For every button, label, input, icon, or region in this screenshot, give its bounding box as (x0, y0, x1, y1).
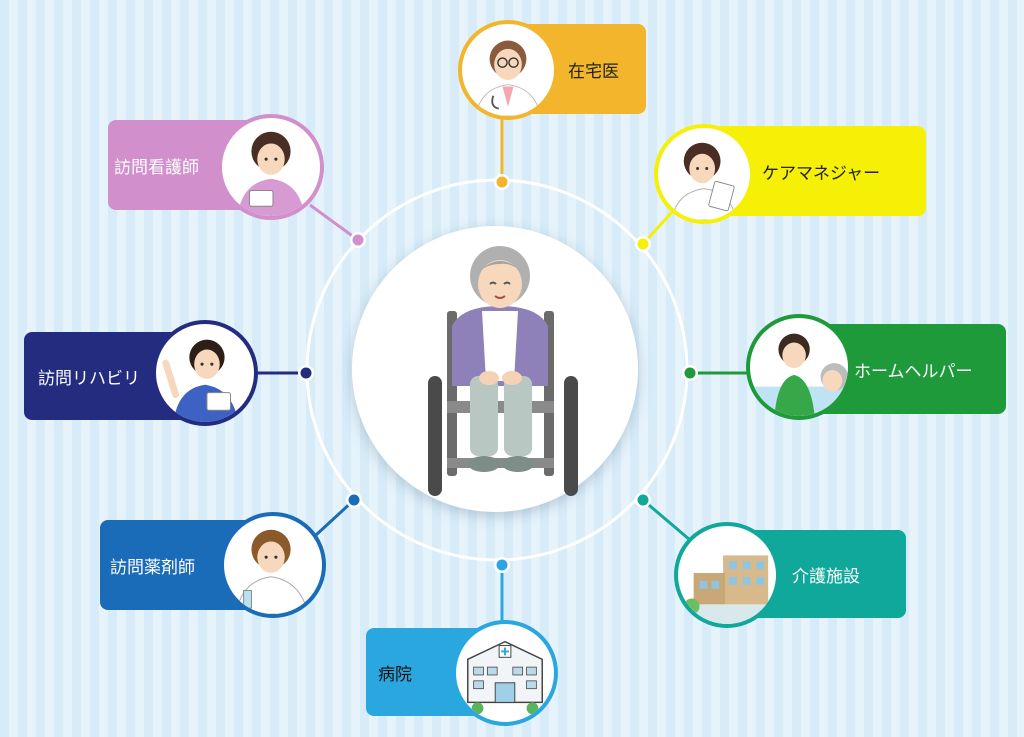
pharmacist-icon (235, 529, 309, 614)
dot-kaigo (637, 494, 649, 506)
care-facility-icon (678, 555, 776, 624)
home-helper-icon (750, 333, 848, 416)
care-manager-icon (671, 142, 737, 220)
node-label: 訪問看護師 (114, 157, 199, 178)
dot-caremanager (637, 238, 649, 250)
node-label: 訪問リハビリ (38, 368, 140, 389)
caremanager-avatar (654, 124, 754, 224)
link-pharmacist (314, 498, 356, 537)
hospital-avatar (452, 620, 558, 726)
homehelper-avatar (746, 314, 852, 420)
dot-hospital (496, 559, 508, 571)
dot-rehab (300, 367, 312, 379)
node-label: ホームヘルパー (854, 361, 973, 382)
dot-pharmacist (348, 494, 360, 506)
dot-nurse (352, 234, 364, 246)
doctor-icon (475, 40, 541, 116)
patient-center-circle (352, 226, 638, 512)
dot-homehelper (684, 367, 696, 379)
elderly-wheelchair-icon (428, 246, 578, 496)
nurse-avatar (218, 114, 324, 220)
nurse-icon (237, 131, 305, 216)
node-label: 病院 (378, 664, 412, 685)
node-label: 訪問薬剤師 (110, 557, 195, 578)
node-label: 介護施設 (792, 566, 860, 587)
link-nurse (309, 203, 359, 242)
hospital-icon (467, 640, 543, 715)
node-label: ケアマネジャー (762, 163, 881, 184)
pharmacist-avatar (220, 512, 326, 618)
link-kaigo (642, 498, 691, 542)
doctor-avatar (458, 20, 558, 120)
therapist-icon (162, 339, 239, 422)
kaigo-avatar (674, 522, 780, 628)
node-label: 在宅医 (568, 61, 619, 82)
rehab-avatar (152, 320, 258, 426)
dot-zaitakui (496, 176, 508, 188)
